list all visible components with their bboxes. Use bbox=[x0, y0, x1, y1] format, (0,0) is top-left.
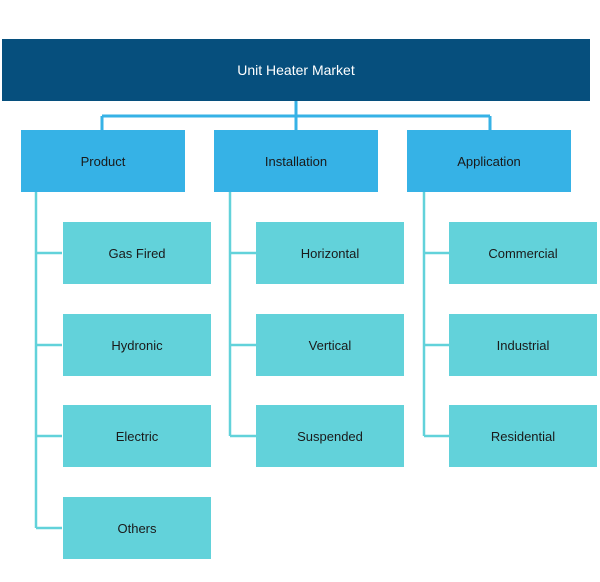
leaf-commercial: Commercial bbox=[449, 222, 597, 284]
leaf-electric: Electric bbox=[63, 405, 211, 467]
leaf-label: Residential bbox=[490, 428, 556, 444]
leaf-residential: Residential bbox=[449, 405, 597, 467]
leaf-label: Vertical bbox=[308, 337, 352, 353]
leaf-label: Industrial bbox=[496, 337, 550, 353]
category-application: Application bbox=[407, 130, 571, 192]
category-label: Application bbox=[457, 153, 521, 169]
category-label: Installation bbox=[264, 153, 328, 169]
leaf-industrial: Industrial bbox=[449, 314, 597, 376]
root-label: Unit Heater Market bbox=[237, 62, 355, 78]
category-label: Product bbox=[80, 153, 126, 169]
leaf-label: Commercial bbox=[488, 245, 558, 261]
leaf-horizontal: Horizontal bbox=[256, 222, 404, 284]
leaf-label: Electric bbox=[115, 428, 159, 444]
leaf-gas-fired: Gas Fired bbox=[63, 222, 211, 284]
product-connector bbox=[34, 192, 62, 530]
application-connector bbox=[422, 192, 449, 438]
leaf-others: Others bbox=[63, 497, 211, 559]
root-connector bbox=[100, 101, 492, 130]
leaf-vertical: Vertical bbox=[256, 314, 404, 376]
leaf-hydronic: Hydronic bbox=[63, 314, 211, 376]
root-node: Unit Heater Market bbox=[2, 39, 590, 101]
installation-connector bbox=[228, 192, 256, 438]
leaf-label: Gas Fired bbox=[108, 245, 166, 261]
leaf-label: Horizontal bbox=[300, 245, 360, 261]
leaf-suspended: Suspended bbox=[256, 405, 404, 467]
leaf-label: Hydronic bbox=[111, 337, 163, 353]
category-installation: Installation bbox=[214, 130, 378, 192]
leaf-label: Others bbox=[117, 520, 157, 536]
category-product: Product bbox=[21, 130, 185, 192]
leaf-label: Suspended bbox=[297, 428, 363, 444]
